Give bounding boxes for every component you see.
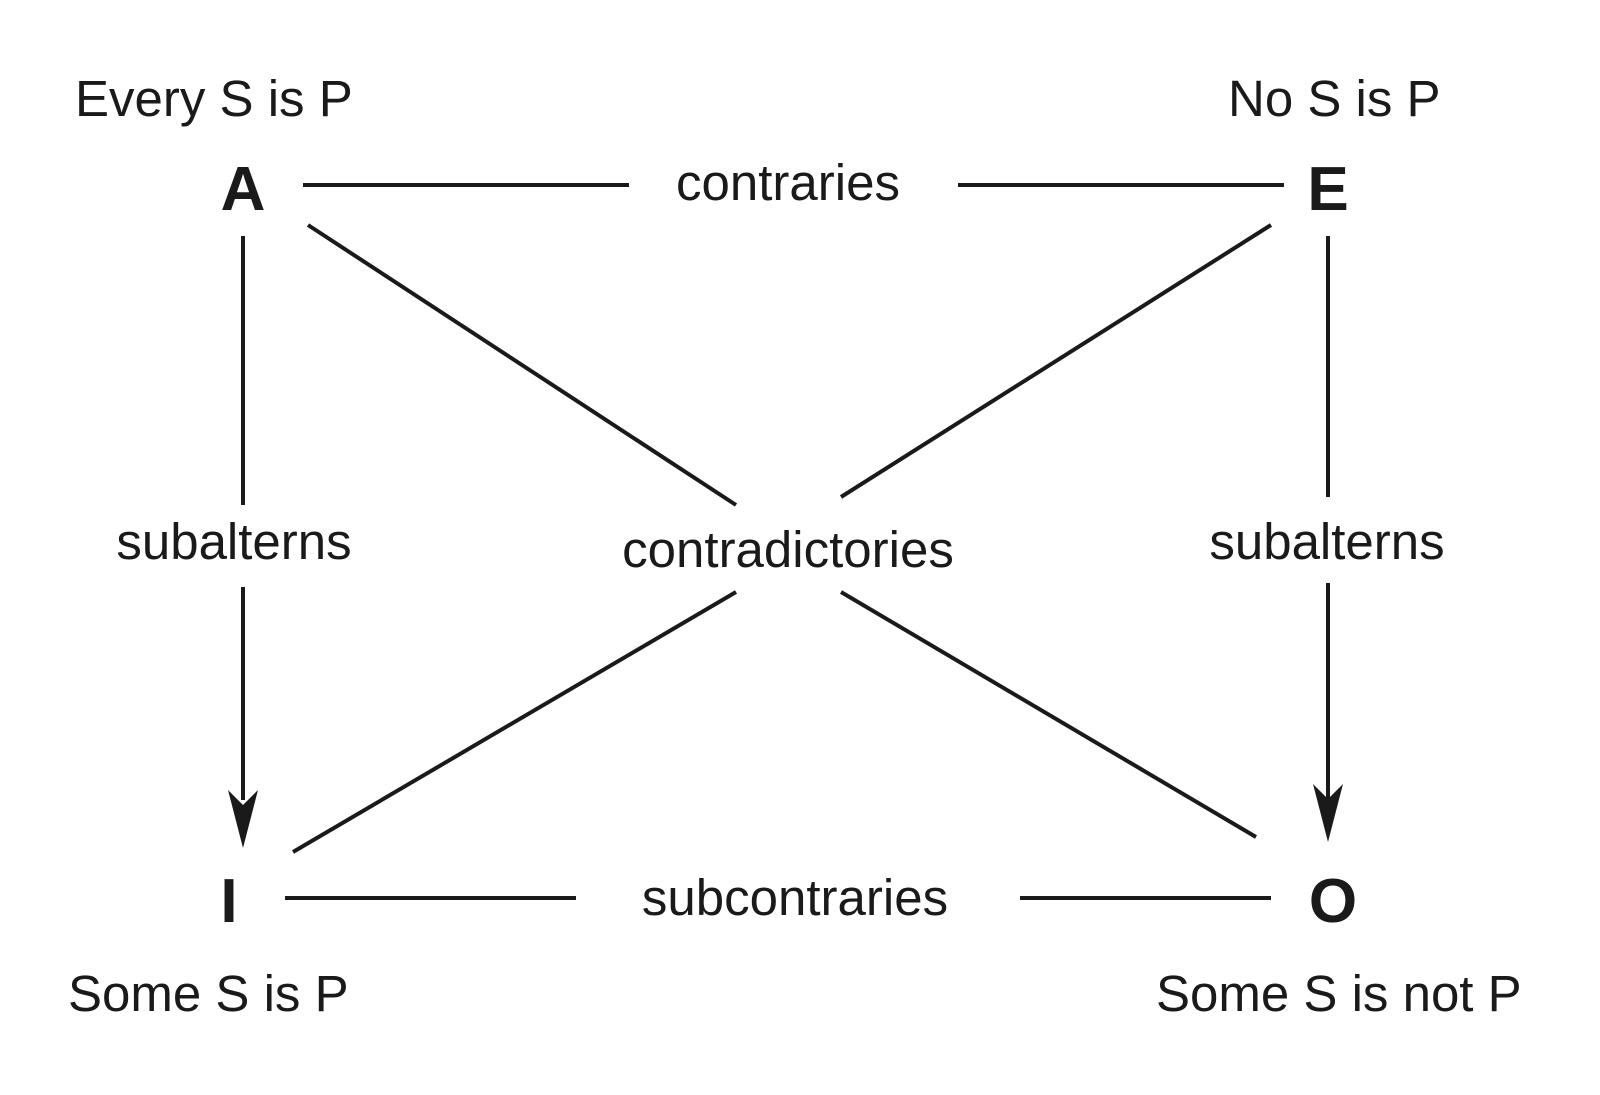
left-subalterns-arrowhead [228,790,258,848]
relation-subalterns-right: subalterns [1209,513,1445,570]
relation-subalterns-left: subalterns [116,513,352,570]
relation-contraries: contraries [676,154,900,211]
statement-o: Some S is not P [1156,965,1522,1022]
vertex-a: A [220,155,266,224]
contradictories-line-a-center [306,223,738,507]
vertex-e: E [1307,155,1349,224]
contradictories-line-center-o [839,590,1258,839]
contradictories-line-center-i [291,590,738,854]
relation-subcontraries: subcontraries [641,869,949,926]
statement-a: Every S is P [75,70,353,127]
right-subalterns-arrowhead [1313,784,1343,842]
relation-contradictories: contradictories [622,521,954,578]
statement-e: No S is P [1228,70,1441,127]
vertex-o: O [1308,867,1358,936]
contradictories-line-e-center [839,223,1273,499]
statement-i: Some S is P [68,965,349,1022]
vertex-i: I [220,867,238,936]
